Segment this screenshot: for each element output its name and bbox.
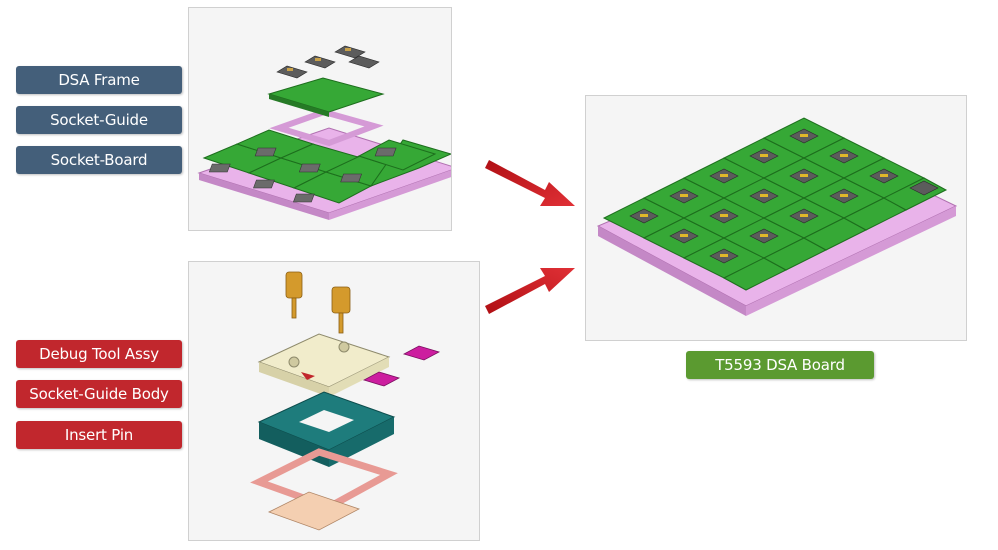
- label-socket-guide-body: Socket-Guide Body: [16, 380, 182, 408]
- debug-tool-exploded-image: [188, 261, 480, 541]
- label-debug-tool-assy: Debug Tool Assy: [16, 340, 182, 368]
- label-socket-guide: Socket-Guide: [16, 106, 182, 134]
- label-t5593-dsa-board: T5593 DSA Board: [686, 351, 874, 379]
- label-socket-board: Socket-Board: [16, 146, 182, 174]
- label-dsa-frame: DSA Frame: [16, 66, 182, 94]
- label-insert-pin: Insert Pin: [16, 421, 182, 449]
- arrow-bottom-icon: [485, 268, 575, 314]
- assembled-dsa-board-image: [585, 95, 967, 341]
- exploded-dsa-board-image: [188, 7, 452, 231]
- arrow-top-icon: [485, 160, 575, 206]
